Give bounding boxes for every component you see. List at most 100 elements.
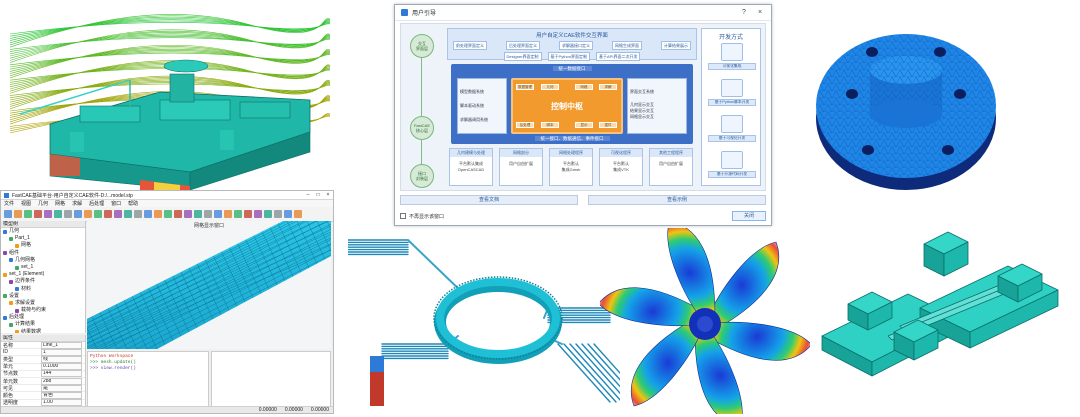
property-value-field[interactable]: 是: [41, 384, 82, 392]
toolbar-tool-icon[interactable]: [84, 210, 92, 218]
ui-chip: 网格生成界面: [612, 41, 642, 50]
toolbar-tool-icon[interactable]: [74, 210, 82, 218]
toolbar-tool-icon[interactable]: [184, 210, 192, 218]
property-value-field[interactable]: 288: [41, 377, 82, 385]
toolbar-tool-icon[interactable]: [174, 210, 182, 218]
tree-node-icon: [15, 243, 19, 248]
toolbar-tool-icon[interactable]: [124, 210, 132, 218]
bolt-hole: [846, 89, 858, 99]
toolbar-tool-icon[interactable]: [234, 210, 242, 218]
toolbar-tool-icon[interactable]: [204, 210, 212, 218]
status-coord-y: 0.00000: [284, 407, 303, 413]
property-value-field[interactable]: 144: [41, 370, 82, 378]
tree-node-icon: [15, 330, 19, 333]
toolbar-tool-icon[interactable]: [44, 210, 52, 218]
tree-item[interactable]: 组件: [1, 250, 85, 257]
tree-item[interactable]: Part_1: [1, 235, 85, 242]
toolbar-tool-icon[interactable]: [284, 210, 292, 218]
dont-show-checkbox[interactable]: [400, 213, 406, 219]
tree-item[interactable]: 后处理: [1, 314, 85, 321]
properties-header: 属性: [1, 335, 85, 342]
tree-item[interactable]: 求解设置: [1, 300, 85, 307]
layer-core-circle: FastCAE 核心层: [410, 116, 434, 140]
toolbar-tool-icon[interactable]: [94, 210, 102, 218]
view-docs-button[interactable]: 查看文档: [400, 195, 578, 205]
close-icon[interactable]: ×: [757, 9, 763, 16]
menu-file[interactable]: 文件: [4, 201, 15, 207]
close-icon[interactable]: ×: [326, 192, 330, 198]
toolbar-tool-icon[interactable]: [274, 210, 282, 218]
toolbar-tool-icon[interactable]: [264, 210, 272, 218]
property-value-field[interactable]: 1.00: [41, 399, 82, 407]
tree-item[interactable]: 网格: [1, 242, 85, 249]
property-value-field[interactable]: 青色: [41, 391, 82, 399]
toolbar-tool-icon[interactable]: [244, 210, 252, 218]
propeller-stress-render: [600, 228, 810, 414]
propeller-blade: [694, 323, 743, 414]
toolbar-tool-icon[interactable]: [154, 210, 162, 218]
property-value-field[interactable]: 1: [41, 348, 82, 356]
toolbar-tool-icon[interactable]: [194, 210, 202, 218]
tree-item[interactable]: 载荷与约束: [1, 307, 85, 314]
dialog-footer: 不再显示该窗口 关闭: [400, 210, 766, 222]
ui-layer-band: 用户自定义CAE软件交互界面 前处理界面定义 后处理界面定义 求解器接口定义 网…: [447, 28, 697, 61]
minimize-icon[interactable]: –: [306, 192, 310, 198]
toolbar-tool-icon[interactable]: [224, 210, 232, 218]
tree-item-label: 计算结果: [15, 321, 36, 328]
menu-solve[interactable]: 求解: [72, 201, 83, 207]
tree-item[interactable]: set_1: [1, 264, 85, 271]
app-icon: [401, 9, 408, 16]
dev-method-open-source[interactable]: 基于开源代码开发: [708, 151, 756, 178]
fork-arms: [348, 239, 620, 403]
property-value-field[interactable]: 0.1000: [41, 363, 82, 371]
toolbar-tool-icon[interactable]: [214, 210, 222, 218]
cylinder-mesh-render: [87, 221, 331, 349]
toolbar-tool-icon[interactable]: [134, 210, 142, 218]
maximize-icon[interactable]: □: [316, 192, 320, 198]
window-title: FastCAE基础平台-用户自定义CAE软件-D:/...model.stp: [12, 192, 133, 199]
interface-card: 网格处理程序 平台默认 集成Gmsh: [549, 148, 593, 186]
tree-item-label: 几何网格: [15, 256, 36, 263]
core-right-item: 几何显示交互 结果显示交互 网格显示交互: [630, 102, 654, 119]
menu-postprocess[interactable]: 后处理: [89, 201, 105, 207]
tree-item[interactable]: 边界条件: [1, 278, 85, 285]
toolbar-tool-icon[interactable]: [4, 210, 12, 218]
tree-item[interactable]: 几何: [1, 228, 85, 235]
toolbar-tool-icon[interactable]: [14, 210, 22, 218]
tree-node-icon: [9, 279, 13, 284]
toolbar-tool-icon[interactable]: [164, 210, 172, 218]
dev-method-visual[interactable]: 基于可视化开发: [708, 115, 756, 142]
interface-card-head: 其他工程程序: [650, 149, 692, 157]
toolbar-tool-icon[interactable]: [64, 210, 72, 218]
menu-help[interactable]: 帮助: [128, 201, 139, 207]
tree-item[interactable]: 计算结果: [1, 321, 85, 328]
toolbar-tool-icon[interactable]: [144, 210, 152, 218]
mesh-viewport[interactable]: 网格显示窗口: [87, 221, 331, 349]
menu-view[interactable]: 视图: [21, 201, 32, 207]
toolbar-tool-icon[interactable]: [294, 210, 302, 218]
tree-item[interactable]: 设置: [1, 293, 85, 300]
toolbar-tool-icon[interactable]: [54, 210, 62, 218]
python-console[interactable]: Python Workspace >>> mesh.update() >>> v…: [87, 351, 209, 407]
property-value-field[interactable]: Line_1: [41, 341, 82, 349]
dev-method-python[interactable]: 基于Python脚本开发: [708, 79, 756, 106]
help-icon[interactable]: ?: [742, 9, 746, 16]
toolbar-tool-icon[interactable]: [254, 210, 262, 218]
toolbar-tool-icon[interactable]: [114, 210, 122, 218]
tree-item[interactable]: set_1 (Element): [1, 271, 85, 278]
property-value-field[interactable]: 线: [41, 355, 82, 363]
tree-item[interactable]: 几何网格: [1, 257, 85, 264]
toolbar-tool-icon[interactable]: [34, 210, 42, 218]
toolbar-tool-icon[interactable]: [24, 210, 32, 218]
view-examples-button[interactable]: 查看示例: [588, 195, 766, 205]
tree-item[interactable]: 结果数据: [1, 329, 85, 333]
menu-geometry[interactable]: 几何: [38, 201, 49, 207]
dev-method-visual-integration[interactable]: 可视化集成: [708, 43, 756, 70]
close-button[interactable]: 关闭: [732, 211, 766, 221]
tree-item[interactable]: 材料: [1, 286, 85, 293]
toolbar-tool-icon[interactable]: [104, 210, 112, 218]
menu-window[interactable]: 窗口: [111, 201, 122, 207]
menu-mesh[interactable]: 网格: [55, 201, 66, 207]
